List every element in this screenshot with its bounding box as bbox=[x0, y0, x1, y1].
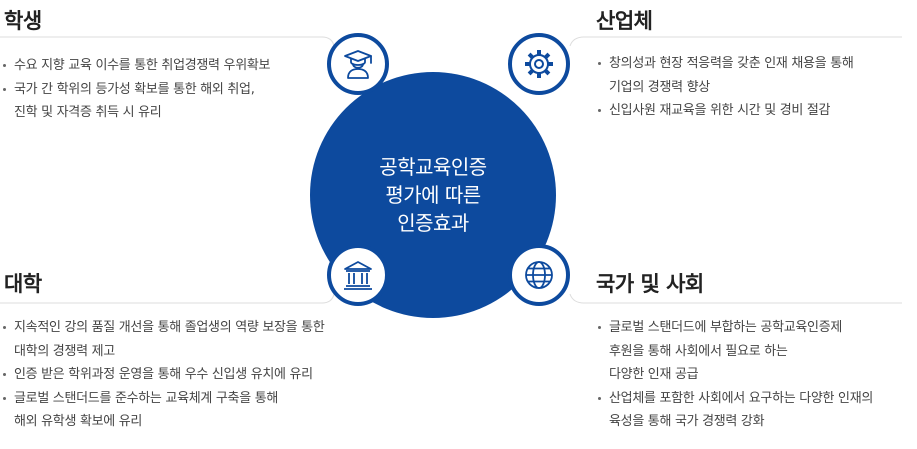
industry-list: 창의성과 현장 적응력을 갖춘 인재 채용을 통해 기업의 경쟁력 향상 신입사… bbox=[597, 52, 854, 123]
student-badge bbox=[327, 33, 389, 95]
list-item: 글로벌 스탠더드를 준수하는 교육체계 구축을 통해 해외 유학생 확보에 유리 bbox=[2, 387, 325, 434]
list-item: 수요 지향 교육 이수를 통한 취업경쟁력 우위확보 bbox=[2, 54, 271, 78]
list-item: 지속적인 강의 품질 개선을 통해 졸업생의 역량 보장을 통한 대학의 경쟁력… bbox=[2, 316, 325, 363]
industry-badge bbox=[508, 33, 570, 95]
center-title: 공학교육인증 평가에 따른 인증효과 bbox=[379, 155, 487, 235]
university-badge bbox=[327, 244, 389, 306]
list-item: 인증 받은 학위과정 운영을 통해 우수 신입생 유치에 유리 bbox=[2, 363, 325, 387]
industry-title: 산업체 bbox=[596, 9, 653, 33]
globe-icon bbox=[525, 261, 553, 289]
university-list: 지속적인 강의 품질 개선을 통해 졸업생의 역량 보장을 통한 대학의 경쟁력… bbox=[2, 316, 325, 434]
graduate-icon bbox=[344, 50, 372, 79]
connector-student bbox=[0, 36, 335, 47]
list-item: 산업체를 포함한 사회에서 요구하는 다양한 인재의 육성을 통해 국가 경쟁력… bbox=[597, 387, 873, 434]
list-item: 국가 간 학위의 등가성 확보를 통한 해외 취업, 진학 및 자격증 취득 시… bbox=[2, 78, 270, 125]
society-badge bbox=[508, 244, 570, 306]
society-title: 국가 및 사회 bbox=[596, 272, 704, 296]
university-building-icon bbox=[344, 261, 372, 290]
student-list: 수요 지향 교육 이수를 통한 취업경쟁력 우위확보 국가 간 학위의 등가성 … bbox=[2, 54, 271, 125]
gear-icon bbox=[525, 50, 553, 78]
list-item: 신입사원 재교육을 위한 시간 및 경비 절감 bbox=[597, 99, 854, 123]
connector-industry bbox=[569, 36, 902, 47]
center-circle: 공학교육인증 평가에 따른 인증효과 bbox=[310, 72, 556, 318]
connector-society bbox=[569, 293, 902, 304]
connector-university bbox=[0, 293, 335, 304]
student-title: 학생 bbox=[4, 9, 42, 33]
list-item: 창의성과 현장 적응력을 갖춘 인재 채용을 통해 기업의 경쟁력 향상 bbox=[597, 52, 854, 99]
list-item: 글로벌 스탠더드에 부합하는 공학교육인증제 후원을 통해 사회에서 필요로 하… bbox=[597, 316, 873, 387]
university-title: 대학 bbox=[4, 272, 42, 296]
society-list: 글로벌 스탠더드에 부합하는 공학교육인증제 후원을 통해 사회에서 필요로 하… bbox=[597, 316, 873, 434]
